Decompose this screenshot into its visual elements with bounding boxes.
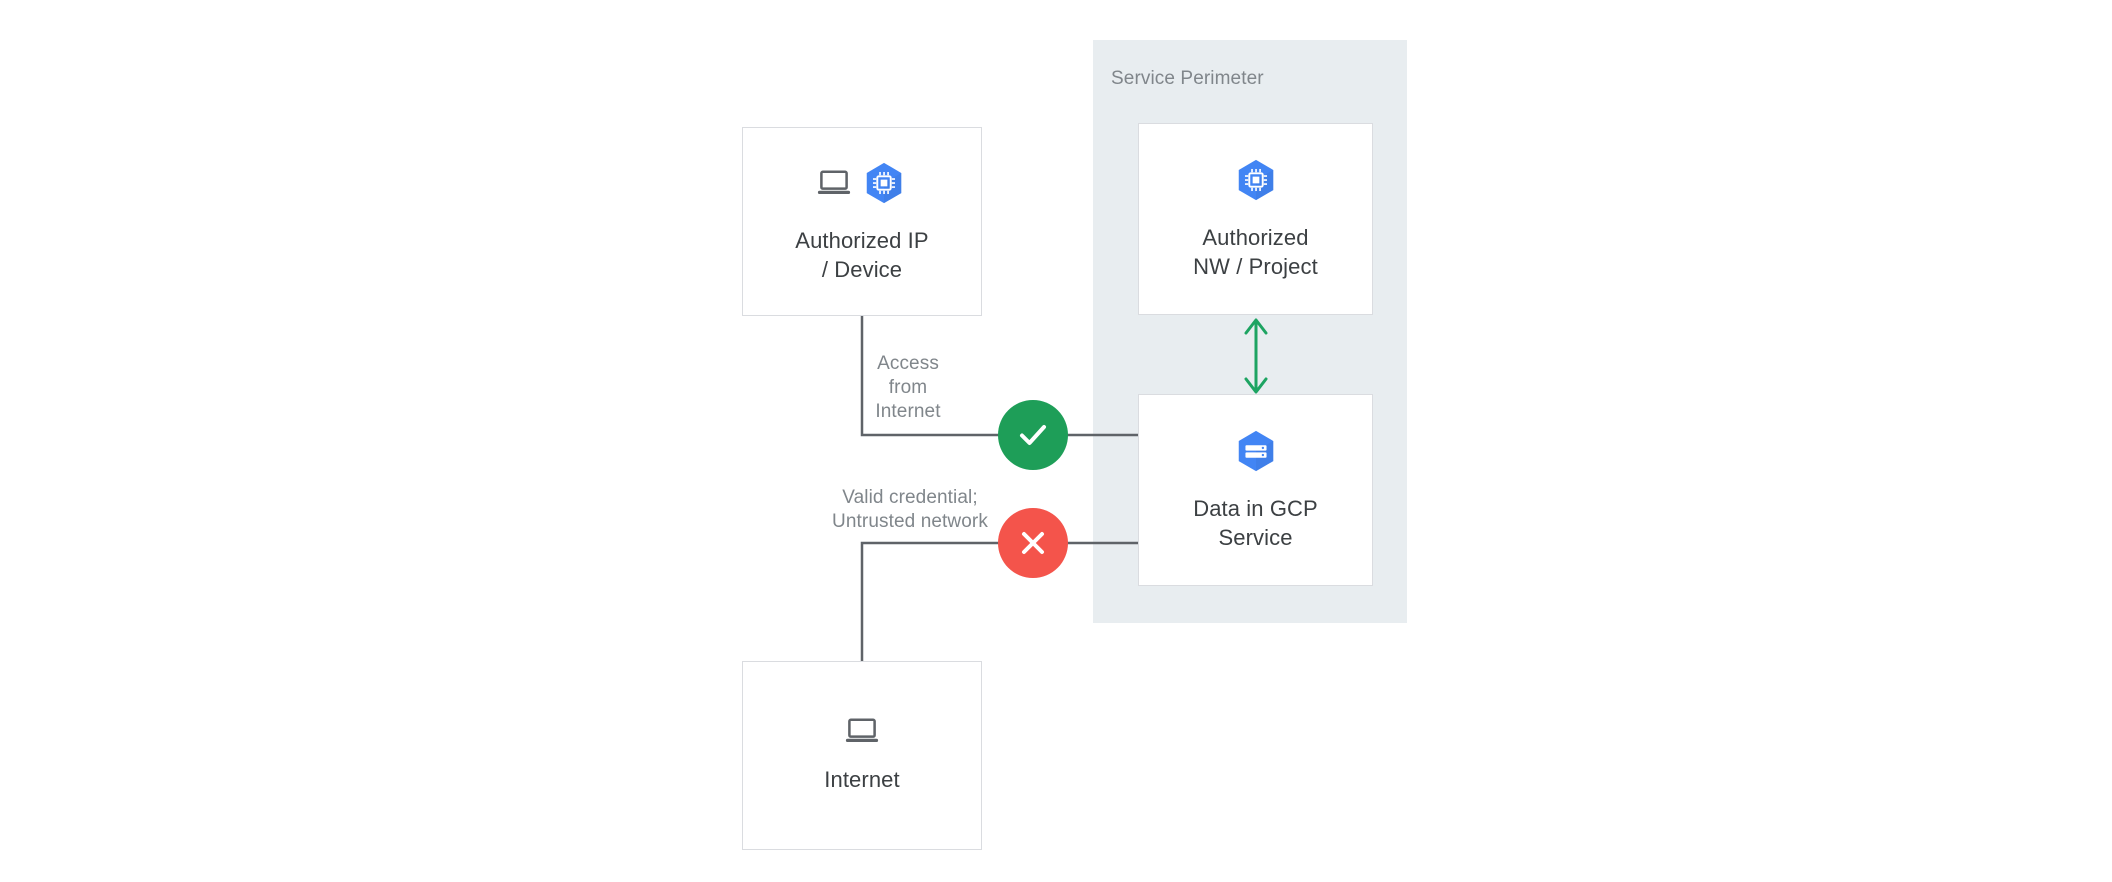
node-internet[interactable]: Internet (742, 661, 982, 850)
node-label: Data in GCP Service (1193, 496, 1318, 550)
gcp-compute-hexagon-icon (861, 160, 907, 206)
check-icon (1013, 415, 1053, 455)
node-authorized-nw-project[interactable]: Authorized NW / Project (1138, 123, 1373, 315)
laptop-icon (817, 169, 851, 197)
node-authorized-ip-device[interactable]: Authorized IP / Device (742, 127, 982, 316)
node-label: Internet (824, 767, 900, 792)
node-label: Authorized IP / Device (795, 227, 929, 282)
node-icon-group (817, 160, 907, 206)
gcp-storage-hexagon-icon (1233, 428, 1279, 474)
edge-label-access-from-internet: Access from Internet (875, 353, 941, 422)
status-badge-denied[interactable] (998, 508, 1068, 578)
edge-label-valid-credential-untrusted-network: Valid credential; Untrusted network (832, 487, 988, 532)
node-icon-group (1233, 428, 1279, 474)
status-badge-allowed[interactable] (998, 400, 1068, 470)
node-data-in-gcp-service[interactable]: Data in GCP Service (1138, 394, 1373, 586)
cross-icon (1015, 525, 1051, 561)
node-icon-group (845, 717, 879, 745)
service-perimeter-label: Service Perimeter (1111, 68, 1264, 89)
node-icon-group (1233, 157, 1279, 203)
laptop-icon (845, 717, 879, 745)
node-label: Authorized NW / Project (1193, 225, 1318, 279)
wire-internet-to-deny (860, 541, 1000, 661)
gcp-compute-hexagon-icon (1233, 157, 1279, 203)
